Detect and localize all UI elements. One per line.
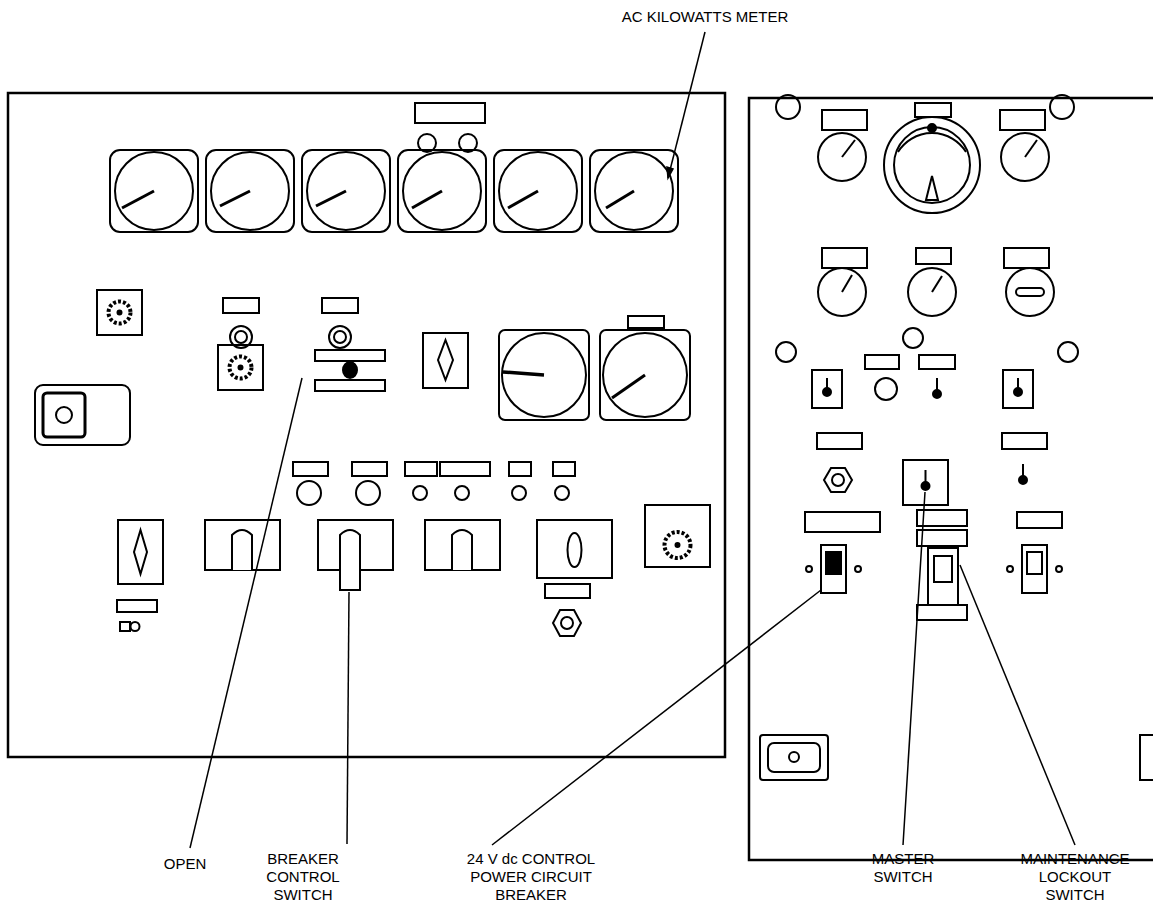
left-panel	[8, 93, 725, 757]
right-panel	[749, 98, 1153, 860]
callout-label: 24 V dc CONTROL POWER CIRCUIT BREAKER	[460, 850, 602, 904]
meter-row	[110, 150, 678, 232]
callout-label: MAINTENANCE LOCKOUT SWITCH	[1013, 850, 1137, 904]
maintenance-lockout-switch	[928, 548, 958, 605]
callout-label: AC KILOWATTS METER	[585, 8, 825, 26]
control-power-breaker	[821, 545, 846, 593]
callout-label: OPEN	[150, 855, 220, 873]
callout-label: BREAKER CONTROL SWITCH	[258, 850, 348, 904]
callout-label: MASTER SWITCH	[858, 850, 948, 886]
master-switch	[903, 460, 948, 505]
leader-lines	[190, 32, 1075, 848]
